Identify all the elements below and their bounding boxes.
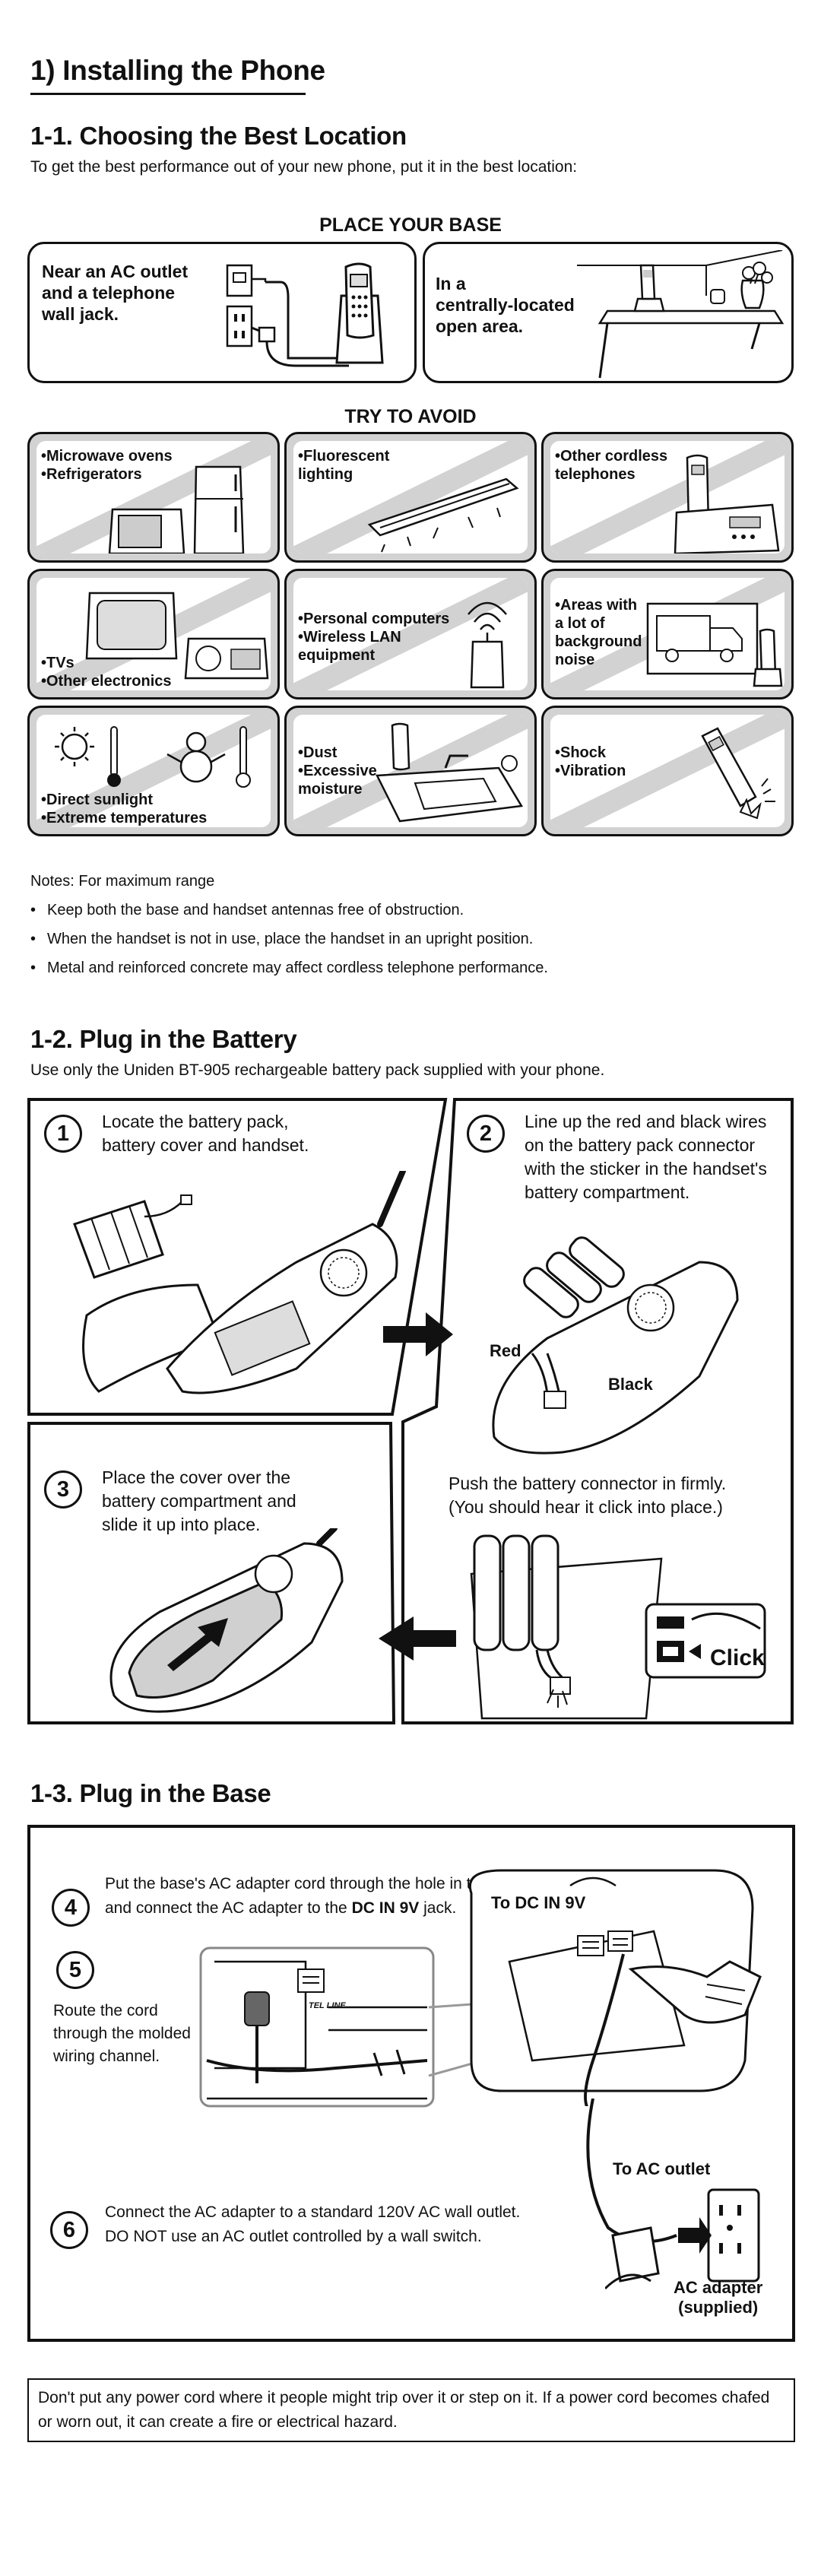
place-your-base-title: PLACE YOUR BASE bbox=[319, 214, 502, 236]
base-unit-illustration bbox=[469, 1869, 762, 2106]
safety-warning: Don't put any power cord where it people… bbox=[27, 2378, 795, 2442]
base-steps-frame bbox=[27, 1825, 795, 2342]
title-underline bbox=[30, 93, 306, 95]
click-label: Click bbox=[710, 1645, 765, 1670]
wireless-router-icon bbox=[468, 601, 507, 689]
arrow-left-icon bbox=[379, 1616, 456, 1661]
red-wire-label: Red bbox=[490, 1341, 521, 1360]
section-1-3-title: 1-3. Plug in the Base bbox=[30, 1779, 271, 1807]
truck-window-icon bbox=[646, 602, 783, 687]
place-option-ac-outlet: Near an AC outlet and a telephone wall j… bbox=[27, 242, 417, 383]
note-item: When the handset is not in use, place th… bbox=[30, 925, 791, 953]
step-6-text: Connect the AC adapter to a standard 120… bbox=[105, 2203, 521, 2245]
cordless-phone-icon bbox=[674, 454, 780, 554]
outlet-phone-icon bbox=[226, 262, 384, 367]
step-1-text: Locate the battery pack,battery cover an… bbox=[102, 1112, 309, 1155]
section-1-2-intro: Use only the Uniden BT-905 rechargeable … bbox=[30, 1061, 605, 1079]
arrow-right-icon bbox=[383, 1312, 453, 1356]
sink-icon bbox=[376, 722, 524, 823]
dropping-phone-icon bbox=[701, 727, 775, 820]
room-table-icon bbox=[577, 250, 785, 379]
connector-click-illustration bbox=[470, 1534, 766, 1720]
step-5-number: 5 bbox=[56, 1951, 94, 1989]
avoid-label: •Direct sunlight•Extreme temperatures bbox=[41, 792, 208, 826]
place-option-text: Near an AC outlet and a telephone wall j… bbox=[42, 262, 189, 324]
sun-snowman-icon bbox=[55, 726, 251, 788]
fluorescent-light-icon bbox=[367, 477, 519, 553]
avoid-label: •TVs•Other electronics bbox=[41, 655, 172, 690]
avoid-sunlight: •Direct sunlight•Extreme temperatures bbox=[27, 706, 280, 836]
wiring-channel-inset bbox=[199, 1946, 435, 2108]
tel-line-label: TEL LINE bbox=[309, 2001, 346, 2010]
cover-slide-illustration bbox=[109, 1528, 344, 1713]
battery-in-handset-illustration bbox=[492, 1236, 739, 1455]
black-wire-label: Black bbox=[608, 1375, 653, 1394]
step-3-number: 3 bbox=[44, 1470, 82, 1508]
place-option-text: In a centrally-located open area. bbox=[436, 274, 575, 336]
step-push-text: Push the battery connector in firmly.(Yo… bbox=[449, 1474, 727, 1517]
notes-block: Notes: For maximum range Keep both the b… bbox=[30, 867, 791, 982]
battery-pack-handset-illustration bbox=[73, 1171, 406, 1394]
place-option-central: In a centrally-located open area. bbox=[423, 242, 794, 383]
wall-outlet-illustration bbox=[605, 2188, 760, 2290]
section-1-1-intro: To get the best performance out of your … bbox=[30, 158, 578, 176]
to-ac-outlet-label: To AC outlet bbox=[613, 2159, 711, 2178]
avoid-microwave: •Microwave ovens•Refrigerators bbox=[27, 432, 280, 563]
note-item: Metal and reinforced concrete may affect… bbox=[30, 953, 791, 982]
avoid-label: •Microwave ovens•Refrigerators bbox=[41, 448, 173, 483]
tv-radio-icon bbox=[85, 592, 269, 680]
note-item: Keep both the base and handset antennas … bbox=[30, 896, 791, 925]
ac-adapter-label: AC adapter(supplied) bbox=[674, 2278, 763, 2317]
step-4-text: Put the base's AC adapter cord through t… bbox=[105, 1875, 533, 1917]
avoid-shock: •Shock•Vibration bbox=[541, 706, 794, 836]
avoid-tv: •TVs•Other electronics bbox=[27, 569, 280, 700]
step-4-number: 4 bbox=[52, 1889, 90, 1927]
page-title: 1) Installing the Phone bbox=[30, 55, 325, 86]
section-1-1-title: 1-1. Choosing the Best Location bbox=[30, 122, 407, 150]
section-1-2-title: 1-2. Plug in the Battery bbox=[30, 1025, 297, 1053]
to-dc-in-label: To DC IN 9V bbox=[491, 1893, 586, 1912]
avoid-label: •Shock•Vibration bbox=[555, 744, 626, 779]
microwave-fridge-icon bbox=[108, 465, 245, 554]
notes-title: Notes: For maximum range bbox=[30, 873, 215, 890]
step-6-number: 6 bbox=[50, 2211, 88, 2249]
step-1-number: 1 bbox=[44, 1115, 82, 1153]
step-2-number: 2 bbox=[467, 1115, 505, 1153]
try-to-avoid-title: TRY TO AVOID bbox=[344, 406, 477, 427]
